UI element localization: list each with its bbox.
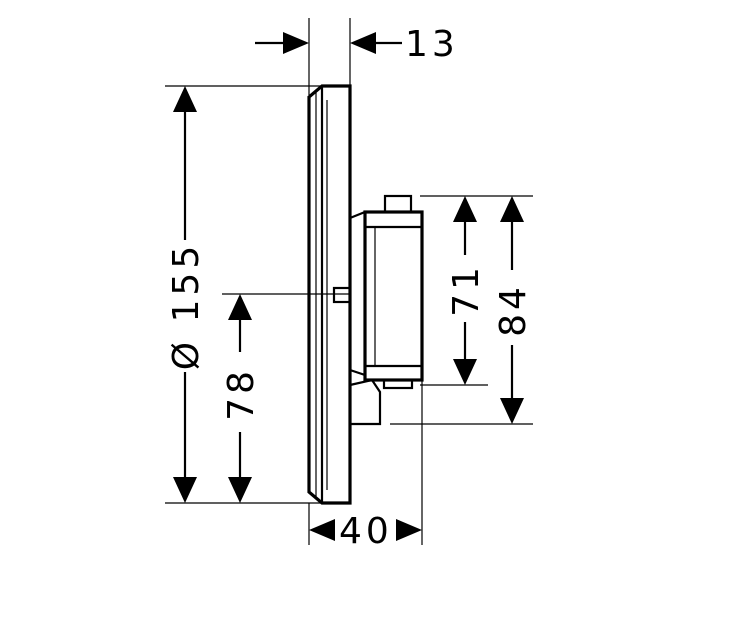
dim-label-155: Ø 155 [166,242,207,371]
arrowhead-icon [173,477,197,503]
mounting-foot [349,378,382,426]
cover-plate [307,84,352,505]
dim-label-40: 40 [339,511,393,552]
valve-body [349,194,424,426]
extension-lines [165,18,533,545]
arrowhead-icon [228,294,252,320]
dim-label-84: 84 [493,283,534,337]
dim-71: 71 [446,196,487,385]
arrowhead-icon [283,32,309,54]
arrowhead-icon [309,519,335,541]
arrowhead-icon [350,32,376,54]
dim-40: 40 [309,511,422,552]
dim-label-71: 71 [446,263,487,317]
arrowhead-icon [396,519,422,541]
arrowhead-icon [500,196,524,222]
dim-label-78: 78 [221,367,262,421]
dim-155: Ø 155 [166,86,207,503]
arrowhead-icon [453,196,477,222]
plate-center-mark [332,286,352,304]
body-top-tab [383,194,413,214]
dim-78: 78 [221,294,262,503]
dim-13: 13 [255,24,459,65]
dim-label-13: 13 [405,24,459,65]
dim-84: 84 [493,196,534,424]
arrowhead-icon [173,86,197,112]
arrowhead-icon [228,477,252,503]
arrowhead-icon [453,359,477,385]
arrowhead-icon [500,398,524,424]
body-bottom-tab [382,378,414,390]
